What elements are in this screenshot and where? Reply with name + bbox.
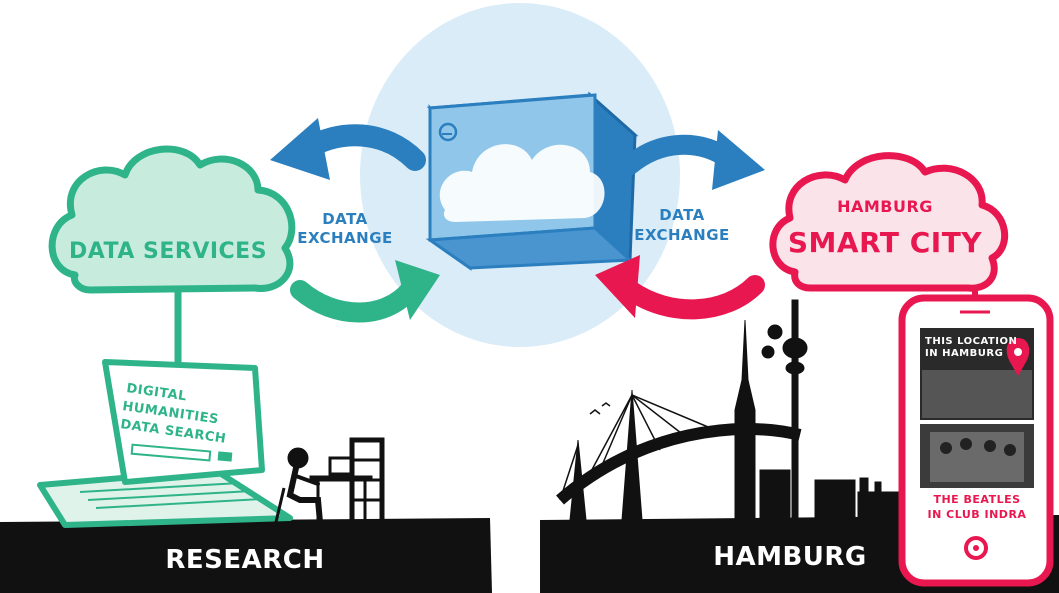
- phone-caption-line1: THE BEATLES: [933, 493, 1020, 506]
- smart-city-line2: SMART CITY: [788, 226, 982, 259]
- smartphone-icon: [898, 294, 1054, 587]
- right-exchange-line1: DATA: [659, 206, 705, 224]
- smart-city-cloud: [769, 152, 1009, 292]
- laptop-icon: [37, 359, 293, 528]
- arrow-to-smart-city-icon: [620, 130, 765, 190]
- research-ground: [0, 518, 492, 593]
- research-label: RESEARCH: [165, 545, 324, 575]
- hamburg-skyline-icon: [556, 299, 904, 521]
- left-exchange-line2: EXCHANGE: [297, 229, 393, 247]
- data-services-label: DATA SERVICES: [69, 239, 267, 264]
- right-exchange-line2: EXCHANGE: [634, 226, 730, 244]
- arrow-from-data-services-icon: [290, 260, 440, 323]
- phone-photo-line1: THIS LOCATION: [925, 336, 1017, 347]
- phone-caption-line2: IN CLUB INDRA: [928, 508, 1027, 521]
- data-services-cloud: [48, 145, 296, 294]
- phone-photo-line2: IN HAMBURG: [925, 348, 1003, 359]
- smart-city-line1: HAMBURG: [837, 197, 933, 216]
- cloud-cube-icon: [425, 91, 639, 271]
- left-exchange-line1: DATA: [322, 210, 368, 228]
- researcher-at-desk-icon: [274, 437, 385, 525]
- arrow-from-smart-city-icon: [595, 255, 765, 320]
- arrow-to-data-services-icon: [270, 118, 426, 180]
- hamburg-label: HAMBURG: [713, 542, 867, 572]
